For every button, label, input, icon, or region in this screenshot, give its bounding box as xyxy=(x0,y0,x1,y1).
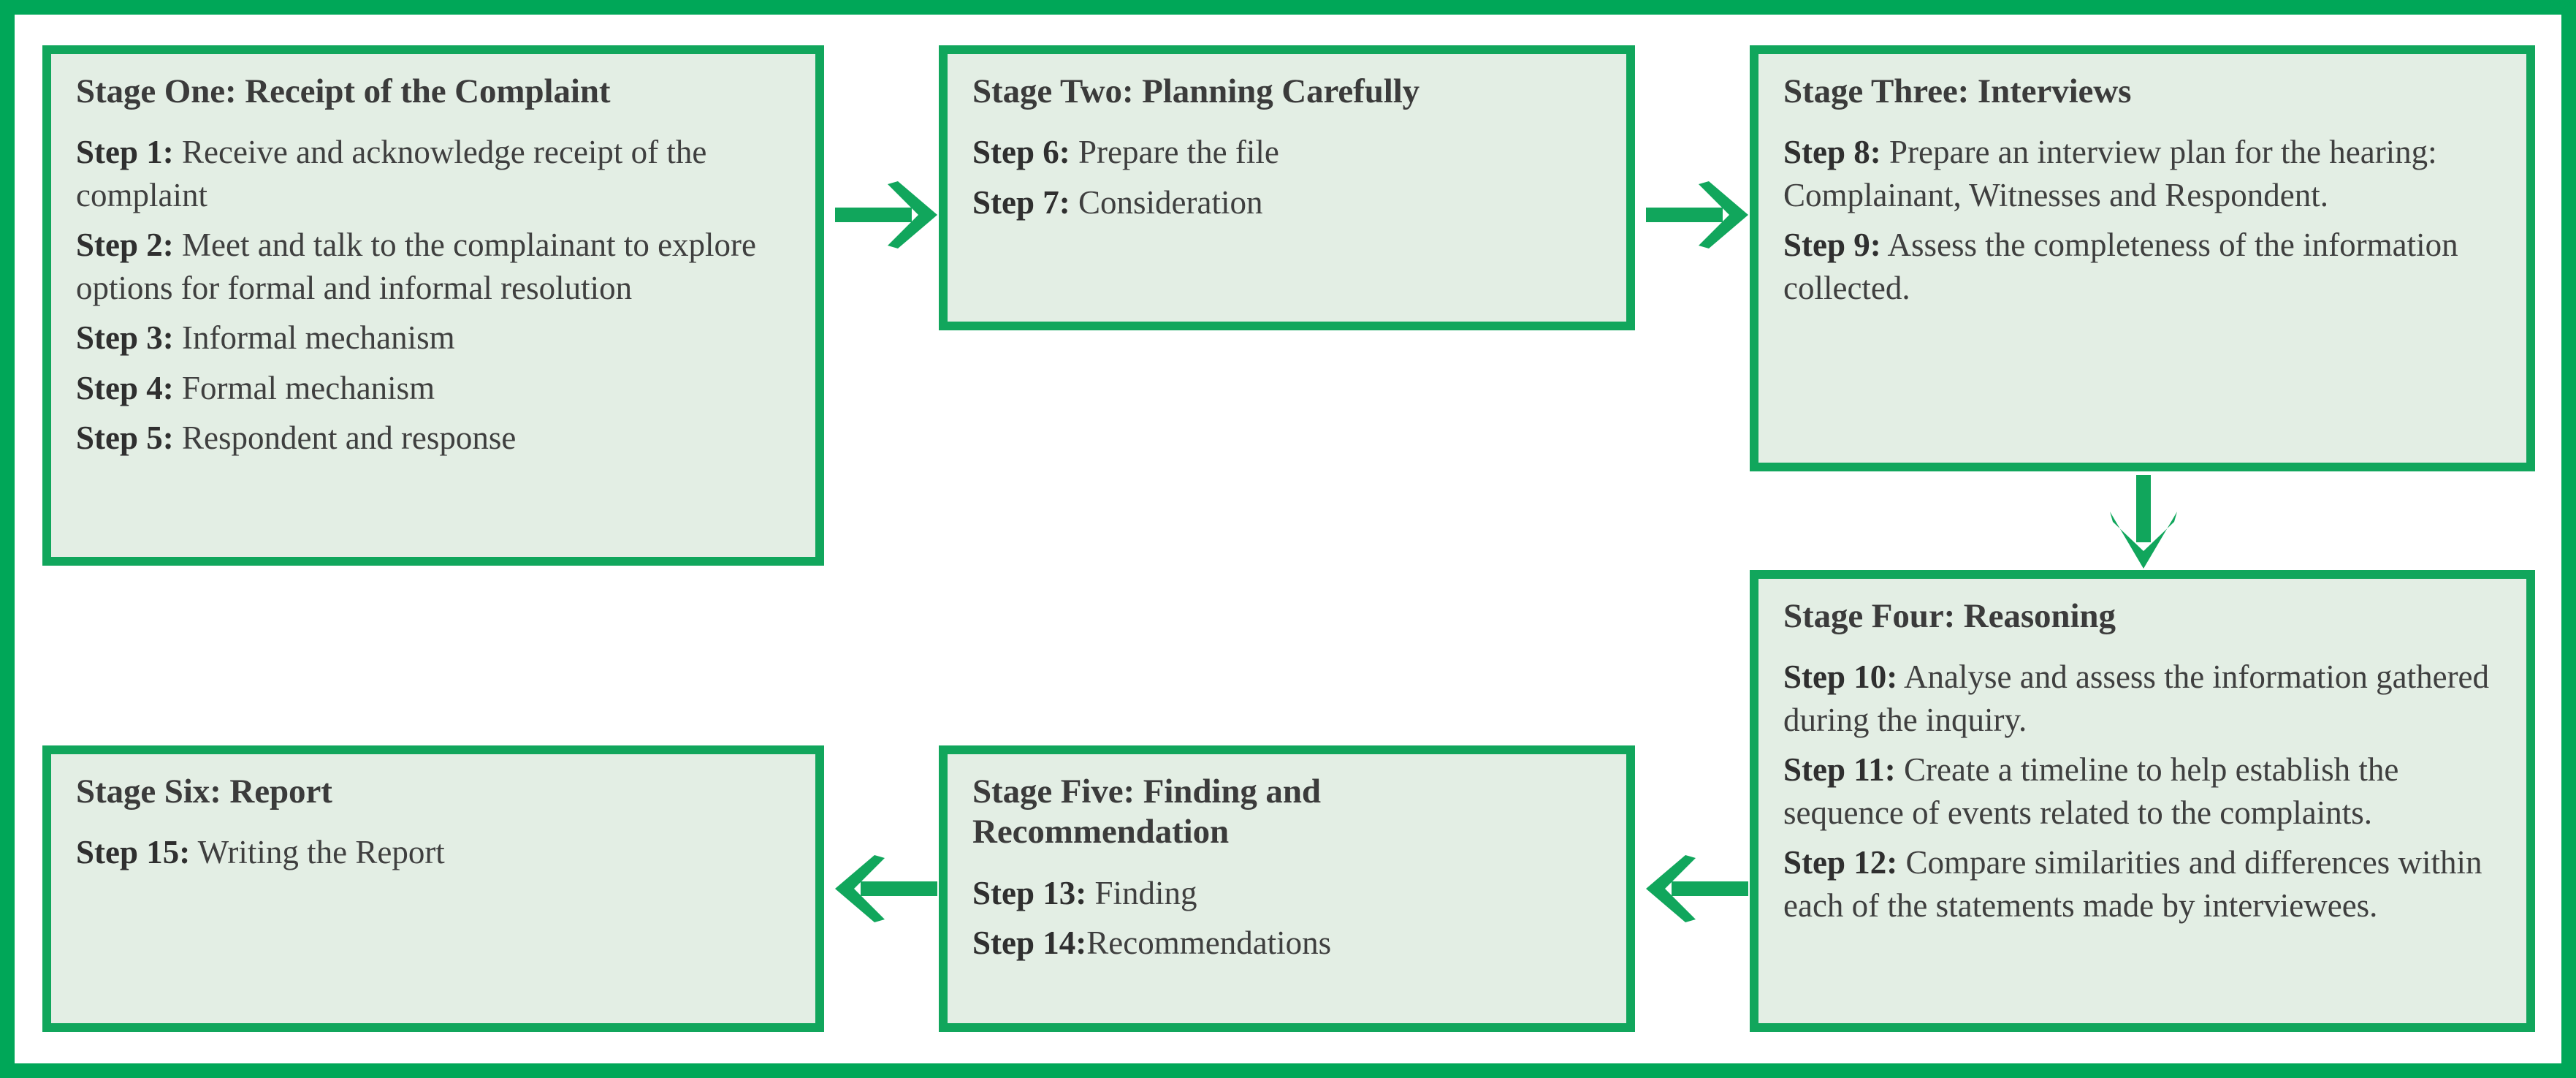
step-line: Step 10: Analyse and assess the informat… xyxy=(1783,656,2501,741)
step-label: Step 11: xyxy=(1783,751,1896,789)
step-label: Step 4: xyxy=(76,369,174,406)
step-text: Formal mechanism xyxy=(173,369,435,406)
stage-title-stage-four: Stage Four: Reasoning xyxy=(1783,597,2116,635)
step-label: Step 2: xyxy=(76,227,174,264)
step-text: Finding xyxy=(1086,874,1197,911)
step-label: Step 12: xyxy=(1783,844,1898,881)
step-line: Step 7: Consideration xyxy=(972,181,1601,224)
arrow-stage-one-to-two xyxy=(835,181,937,248)
step-line: Step 13: Finding xyxy=(972,872,1601,915)
stage-title-stage-five: Stage Five: Finding and Recommendation xyxy=(972,773,1321,851)
step-label: Step 5: xyxy=(76,420,174,457)
step-label: Step 8: xyxy=(1783,134,1881,171)
stage-title-stage-two: Stage Two: Planning Carefully xyxy=(972,72,1420,110)
step-line: Step 2: Meet and talk to the complainant… xyxy=(76,224,790,309)
arrow-stage-four-to-five xyxy=(1646,855,1748,922)
step-line: Step 5: Respondent and response xyxy=(76,417,790,460)
stage-box-stage-four[interactable]: Stage Four: Reasoning Step 10: Analyse a… xyxy=(1750,570,2535,1032)
arrow-stage-five-to-six xyxy=(835,855,937,922)
arrow-stage-three-to-four xyxy=(2110,475,2177,569)
step-line: Step 12: Compare similarities and differ… xyxy=(1783,841,2501,927)
step-label: Step 13: xyxy=(972,874,1087,911)
step-line: Step 14:Recommendations xyxy=(972,922,1601,965)
step-text: Recommendations xyxy=(1086,925,1332,962)
step-text: Analyse and assess the information gathe… xyxy=(1783,658,2490,738)
step-text: Prepare an interview plan for the hearin… xyxy=(1783,134,2437,213)
step-text: Informal mechanism xyxy=(173,319,455,357)
step-label: Step 15: xyxy=(76,834,191,871)
stage-box-stage-two[interactable]: Stage Two: Planning Carefully Step 6: Pr… xyxy=(939,45,1635,330)
stage-title-stage-six: Stage Six: Report xyxy=(76,773,332,811)
step-label: Step 9: xyxy=(1783,227,1881,264)
step-label: Step 14: xyxy=(972,925,1087,962)
step-text: Respondent and response xyxy=(173,420,517,457)
stage-title-stage-one: Stage One: Receipt of the Complaint xyxy=(76,72,611,110)
stage-box-stage-one[interactable]: Stage One: Receipt of the Complaint Step… xyxy=(42,45,824,566)
arrow-stage-two-to-three xyxy=(1646,181,1748,248)
step-text: Assess the completeness of the informati… xyxy=(1783,227,2458,306)
step-label: Step 6: xyxy=(972,134,1070,171)
step-label: Step 7: xyxy=(972,183,1070,221)
step-label: Step 10: xyxy=(1783,658,1898,696)
stage-box-stage-six[interactable]: Stage Six: Report Step 15: Writing the R… xyxy=(42,745,824,1032)
step-line: Step 8: Prepare an interview plan for th… xyxy=(1783,131,2501,216)
step-line: Step 9: Assess the completeness of the i… xyxy=(1783,224,2501,309)
stage-box-stage-five[interactable]: Stage Five: Finding and Recommendation S… xyxy=(939,745,1635,1032)
step-text: Meet and talk to the complainant to expl… xyxy=(76,227,757,306)
step-label: Step 3: xyxy=(76,319,174,357)
step-text: Compare similarities and differences wit… xyxy=(1783,844,2482,924)
step-line: Step 11: Create a timeline to help estab… xyxy=(1783,748,2501,834)
stage-box-stage-three[interactable]: Stage Three: Interviews Step 8: Prepare … xyxy=(1750,45,2535,471)
step-line: Step 4: Formal mechanism xyxy=(76,367,790,410)
step-text: Receive and acknowledge receipt of the c… xyxy=(76,134,707,213)
step-label: Step 1: xyxy=(76,134,174,171)
step-text: Consideration xyxy=(1070,183,1263,221)
stage-title-stage-three: Stage Three: Interviews xyxy=(1783,72,2132,110)
step-text: Prepare the file xyxy=(1070,134,1279,171)
step-line: Step 6: Prepare the file xyxy=(972,131,1601,174)
step-line: Step 15: Writing the Report xyxy=(76,831,790,874)
step-line: Step 3: Informal mechanism xyxy=(76,316,790,360)
step-text: Create a timeline to help establish the … xyxy=(1783,751,2399,831)
step-line: Step 1: Receive and acknowledge receipt … xyxy=(76,131,790,216)
step-text: Writing the Report xyxy=(190,834,445,871)
